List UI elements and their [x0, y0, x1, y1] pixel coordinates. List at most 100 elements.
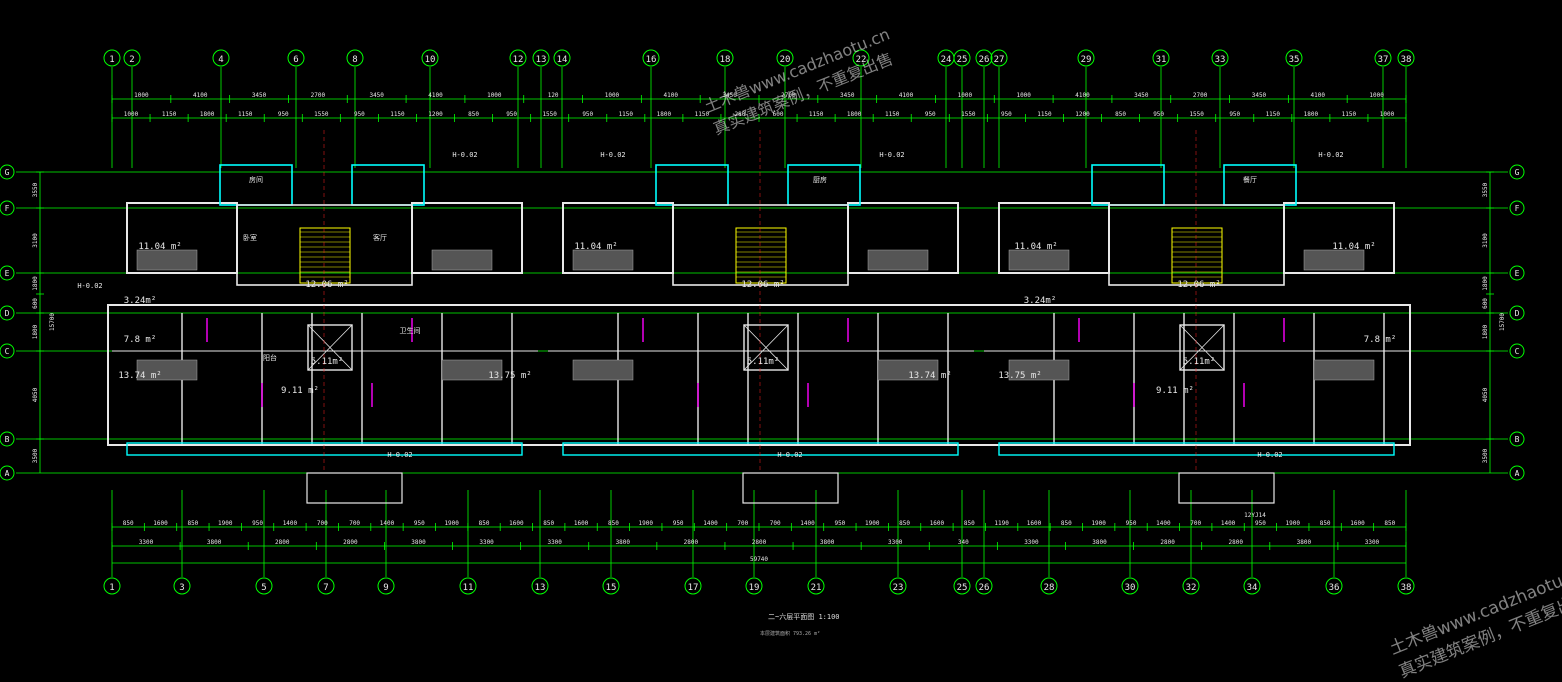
dim-bottom-1-value: 950 [673, 520, 684, 527]
grid-label-bottom-1: 1 [109, 583, 114, 593]
grid-label-right-D: D [1515, 309, 1520, 318]
level-mark: H-0.02 [1318, 151, 1343, 159]
balcony-top [1223, 164, 1297, 206]
grid-bubble-bottom-21 [807, 577, 825, 595]
dim-bottom-1-value: 850 [123, 520, 134, 527]
grid-label-top-27: 27 [994, 55, 1005, 65]
room-area: 11.04 m² [138, 242, 181, 252]
grid-bubble-left-E [0, 265, 15, 281]
dim-top-2-value: 1150 [238, 111, 253, 118]
dim-top-2-value: 1800 [1304, 111, 1319, 118]
grid-label-right-C: C [1515, 347, 1520, 356]
grid-label-bottom-19: 19 [749, 583, 760, 593]
dim-bottom-1-value: 1400 [703, 520, 718, 527]
furniture-block [1303, 249, 1365, 271]
grid-bubble-top-29 [1077, 49, 1095, 67]
dim-bottom-total-value: 59740 [750, 556, 768, 563]
dim-bottom-2-value: 340 [958, 539, 969, 546]
dim-top-1-value: 1000 [958, 92, 973, 99]
grid-bubble-bottom-38 [1397, 577, 1415, 595]
outer-wall-lower [107, 304, 1411, 446]
grid-label-right-B: B [1515, 435, 1520, 444]
room-area: 13.75 m² [998, 371, 1041, 381]
grid-bubble-top-14 [553, 49, 571, 67]
grid-label-top-24: 24 [941, 55, 952, 65]
room-name: 房间 [249, 175, 263, 184]
grid-label-right-A: A [1515, 469, 1520, 478]
level-mark: H-0.02 [600, 151, 625, 159]
dim-bottom-2-value: 3800 [411, 539, 426, 546]
dim-left-value: 1800 [32, 276, 39, 291]
dim-top-2-value: 1150 [1266, 111, 1281, 118]
detail-tag: 12YJ14 [1244, 512, 1266, 519]
dim-right-value: 3100 [1482, 233, 1489, 248]
dim-top-1-value: 1000 [1016, 92, 1031, 99]
balcony-top [351, 164, 425, 206]
grid-label-top-16: 16 [646, 55, 657, 65]
dim-top-1-value: 4100 [1075, 92, 1090, 99]
dim-bottom-1-value: 1190 [994, 520, 1009, 527]
furniture-block [572, 359, 634, 381]
grid-bubble-bottom-19 [745, 577, 763, 595]
grid-label-top-38: 38 [1401, 55, 1412, 65]
grid-label-top-2: 2 [129, 55, 134, 65]
grid-bubble-bottom-1 [103, 577, 121, 595]
grid-label-bottom-11: 11 [463, 583, 474, 593]
grid-bubble-top-22 [852, 49, 870, 67]
dim-top-1-value: 4100 [428, 92, 443, 99]
level-mark: H-0.02 [387, 451, 412, 459]
dim-top-1-value: 1000 [487, 92, 502, 99]
dim-bottom-1-value: 700 [349, 520, 360, 527]
grid-label-bottom-13: 13 [535, 583, 546, 593]
room-area: 13.75 m² [488, 371, 531, 381]
grid-bubble-right-B [1509, 431, 1525, 447]
dim-top-2-value: 1550 [542, 111, 557, 118]
room-area: 13.74 m² [118, 371, 161, 381]
room-area: 5.11m² [1183, 357, 1216, 367]
dim-top-2-value: 1800 [847, 111, 862, 118]
dim-right-value: 600 [1482, 298, 1489, 309]
grid-label-bottom-21: 21 [811, 583, 822, 593]
grid-label-left-D: D [5, 309, 10, 318]
grid-label-bottom-32: 32 [1186, 583, 1197, 593]
grid-bubble-top-26 [975, 49, 993, 67]
grid-bubble-top-13 [532, 49, 550, 67]
dim-top-2-value: 950 [506, 111, 517, 118]
dim-top-2-value: 850 [468, 111, 479, 118]
dim-bottom-1-value: 850 [899, 520, 910, 527]
balcony-bottom [998, 442, 1395, 456]
dim-right-total: 15700 [1499, 313, 1506, 331]
grid-label-bottom-5: 5 [261, 583, 266, 593]
grid-label-top-25: 25 [957, 55, 968, 65]
dim-top-2-value: 1150 [809, 111, 824, 118]
stair [1171, 227, 1223, 284]
dim-bottom-1-value: 1600 [1027, 520, 1042, 527]
dim-top-1-value: 3450 [840, 92, 855, 99]
grid-label-top-31: 31 [1156, 55, 1167, 65]
room-area: 3.24m² [1024, 296, 1057, 306]
grid-label-top-10: 10 [425, 55, 436, 65]
dim-left-value: 3550 [32, 182, 39, 197]
dim-left-total: 15700 [49, 313, 56, 331]
dim-bottom-2-value: 3800 [1092, 539, 1107, 546]
elevator-shaft [307, 324, 353, 371]
dim-bottom-1-value: 850 [187, 520, 198, 527]
grid-label-left-A: A [5, 469, 10, 478]
dim-top-2-value: 950 [1153, 111, 1164, 118]
grid-bubble-bottom-28 [1040, 577, 1058, 595]
grid-label-right-G: G [1515, 168, 1520, 177]
dim-bottom-1-value: 1900 [1091, 520, 1106, 527]
grid-bubble-top-12 [509, 49, 527, 67]
dim-left-value: 3500 [32, 448, 39, 463]
grid-bubble-top-37 [1374, 49, 1392, 67]
grid-bubble-bottom-36 [1325, 577, 1343, 595]
grid-label-top-35: 35 [1289, 55, 1300, 65]
grid-label-bottom-34: 34 [1247, 583, 1258, 593]
grid-bubble-left-D [0, 305, 15, 321]
dim-top-1-value: 2700 [1193, 92, 1208, 99]
room-area: 5.11m² [311, 357, 344, 367]
